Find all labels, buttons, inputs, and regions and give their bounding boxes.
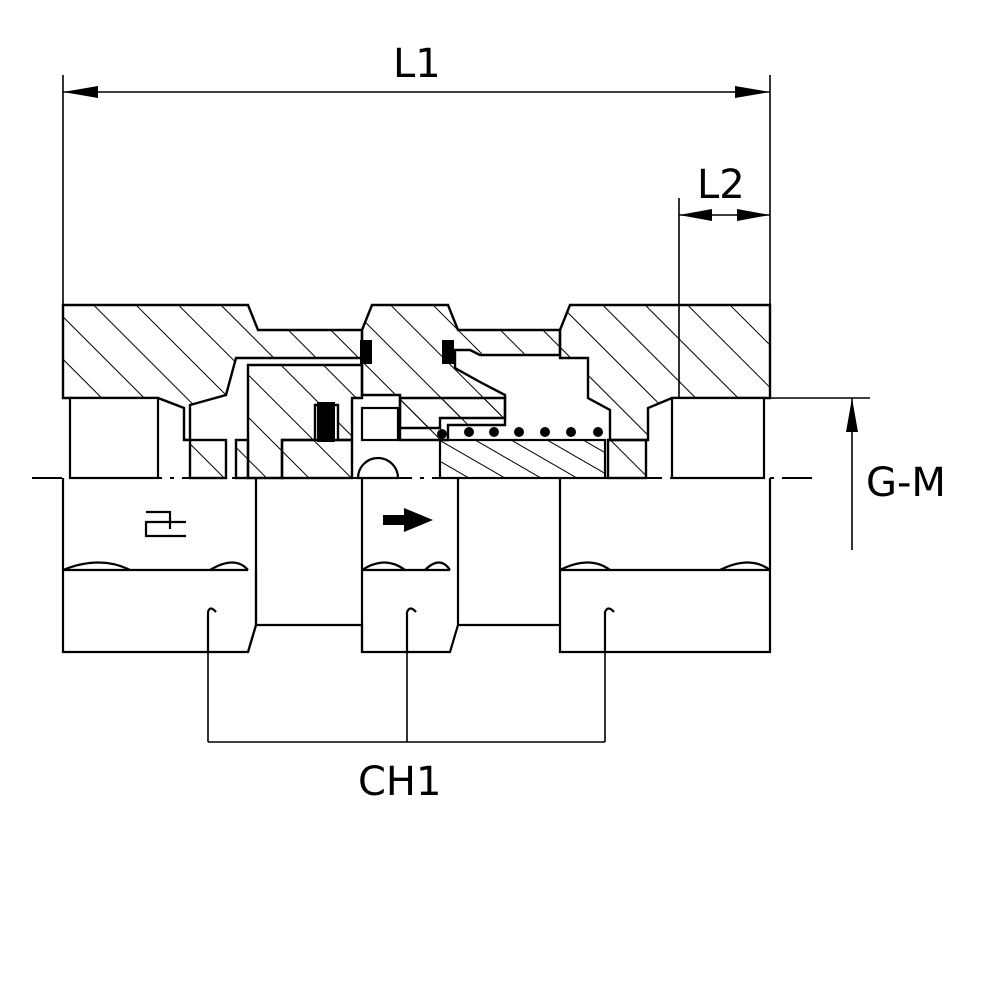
dimension-l2: L2 bbox=[678, 162, 770, 478]
manufacturer-logo-icon bbox=[144, 510, 186, 538]
dimension-label-ch1: CH1 bbox=[358, 759, 441, 805]
dimension-label-l1: L1 bbox=[393, 41, 441, 87]
exterior-view bbox=[61, 478, 772, 654]
spring bbox=[437, 427, 603, 439]
dimension-label-l2: L2 bbox=[697, 162, 745, 208]
section-view bbox=[61, 303, 772, 480]
dimension-ch1: CH1 bbox=[207, 652, 606, 805]
flow-arrow-icon bbox=[383, 508, 433, 532]
dimension-thread: G-M bbox=[765, 397, 946, 550]
dimension-l1: L1 bbox=[62, 41, 771, 305]
dimension-label-thread: G-M bbox=[866, 460, 946, 506]
